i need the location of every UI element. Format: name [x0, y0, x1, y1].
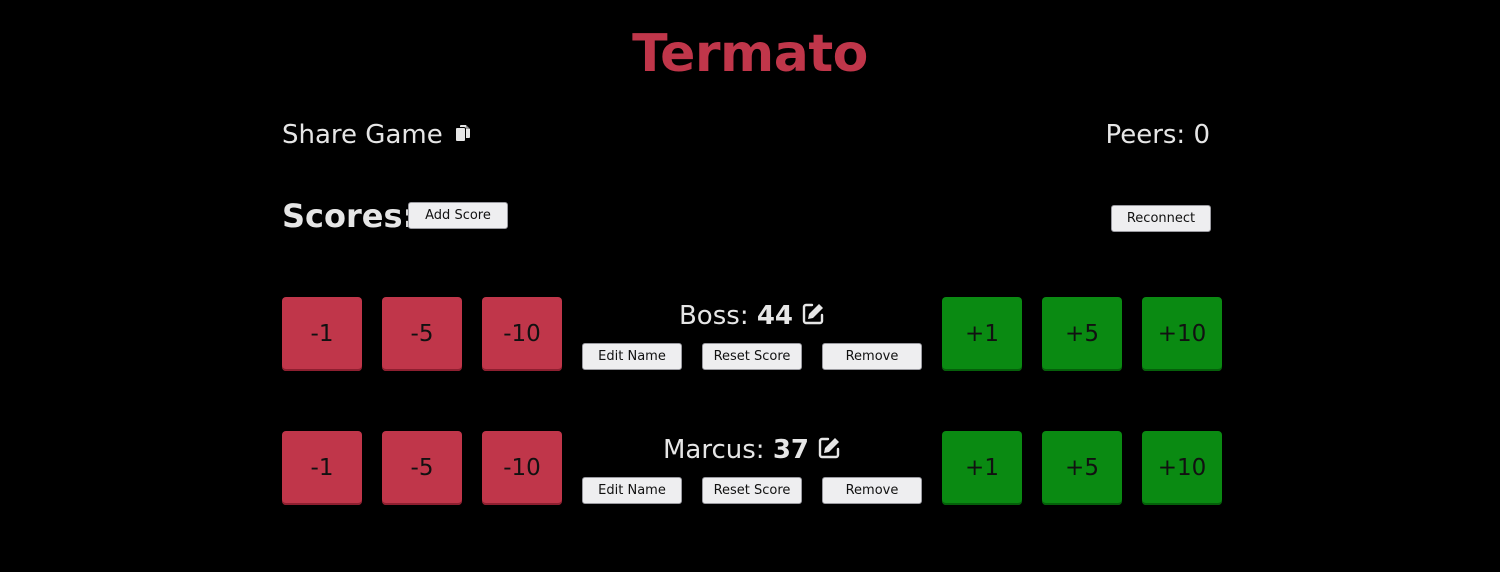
remove-button[interactable]: Remove — [822, 477, 922, 504]
decrement-5-button[interactable]: -5 — [382, 297, 462, 371]
player-name: Boss — [678, 301, 740, 331]
edit-icon[interactable] — [801, 302, 825, 326]
increment-1-button[interactable]: +1 — [942, 297, 1022, 371]
edit-icon[interactable] — [817, 436, 841, 460]
player-panel: Marcus: 37 Edit Name Reset Score Remove — [582, 431, 922, 505]
decrement-5-button[interactable]: -5 — [382, 431, 462, 505]
scores-heading: Scores: — [282, 197, 416, 235]
increment-10-button[interactable]: +10 — [1142, 297, 1222, 371]
score-separator: : — [739, 301, 757, 331]
score-separator: : — [755, 435, 773, 465]
copy-icon[interactable] — [455, 124, 471, 142]
player-name: Marcus — [662, 435, 756, 465]
player-panel: Boss: 44 Edit Name Reset Score Remove — [582, 297, 922, 371]
increment-5-button[interactable]: +5 — [1042, 431, 1122, 505]
decrement-1-button[interactable]: -1 — [282, 431, 362, 505]
share-game-label: Share Game — [282, 120, 443, 150]
share-game-link[interactable]: Share Game — [282, 118, 471, 152]
score-row: -1 -5 -10 Marcus: 37 Edit Name Reset Sco… — [282, 431, 1222, 505]
player-score: 37 — [772, 435, 810, 465]
reset-score-button[interactable]: Reset Score — [702, 343, 802, 370]
peers-count: Peers: 0 — [1105, 120, 1210, 150]
increment-1-button[interactable]: +1 — [942, 431, 1022, 505]
edit-name-button[interactable]: Edit Name — [582, 477, 682, 504]
reset-score-button[interactable]: Reset Score — [702, 477, 802, 504]
add-score-button[interactable]: Add Score — [408, 202, 508, 229]
remove-button[interactable]: Remove — [822, 343, 922, 370]
decrement-10-button[interactable]: -10 — [482, 297, 562, 371]
app-title: Termato — [632, 24, 868, 84]
player-score: 44 — [756, 301, 794, 331]
increment-5-button[interactable]: +5 — [1042, 297, 1122, 371]
reconnect-button[interactable]: Reconnect — [1111, 205, 1211, 232]
player-score-line: Boss: 44 — [582, 297, 922, 335]
decrement-1-button[interactable]: -1 — [282, 297, 362, 371]
edit-name-button[interactable]: Edit Name — [582, 343, 682, 370]
score-row: -1 -5 -10 Boss: 44 Edit Name Reset Score… — [282, 297, 1222, 371]
decrement-10-button[interactable]: -10 — [482, 431, 562, 505]
player-score-line: Marcus: 37 — [582, 431, 922, 469]
increment-10-button[interactable]: +10 — [1142, 431, 1222, 505]
